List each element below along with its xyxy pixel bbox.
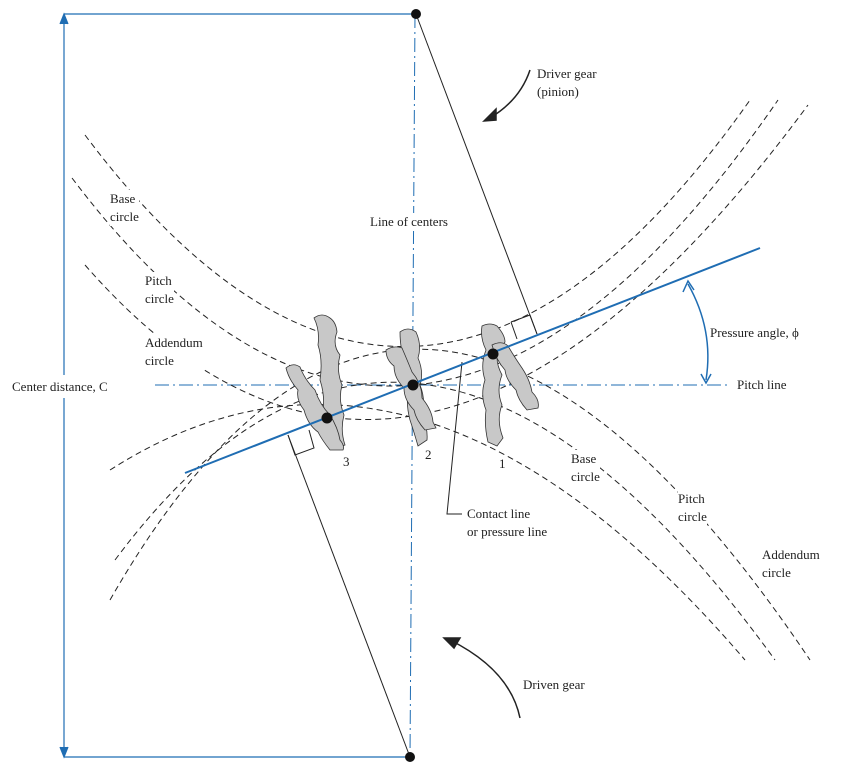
line-of-centers-label: Line of centers — [370, 213, 448, 231]
driver-gear-line2: (pinion) — [537, 84, 579, 99]
contact-line-label: Contact line or pressure line — [467, 505, 547, 541]
label-line: circle — [145, 291, 174, 306]
lower-pitch-circle-label: Pitch circle — [678, 490, 707, 526]
upper-base-circle-label: Base circle — [110, 190, 139, 226]
label-line: Pitch — [145, 273, 172, 288]
lower-pitch-circle — [114, 381, 776, 661]
pressure-line — [184, 247, 761, 474]
pressure-angle-label: Pressure angle, ϕ — [710, 325, 799, 340]
tooth-pair-3-driver — [313, 314, 346, 449]
driver-gear-line1: Driver gear — [537, 66, 597, 81]
label-line: Base — [110, 191, 136, 206]
label-line: Pitch — [678, 491, 705, 506]
label-line: or pressure line — [467, 524, 548, 539]
label-line: circle — [678, 509, 707, 524]
driven-rotation-arrow — [449, 639, 521, 719]
tooth-pair-3-driven — [285, 364, 344, 451]
label-line: circle — [571, 469, 600, 484]
driven-radius-line — [287, 434, 411, 758]
center-distance-label: Center distance, C — [12, 378, 108, 396]
lower-base-circle-label: Base circle — [571, 450, 600, 486]
upper-base-circle — [84, 99, 751, 347]
right-angle-mark-top — [510, 314, 538, 340]
bottom-center-point — [405, 752, 415, 762]
lower-addendum-circle — [109, 348, 811, 661]
pressure-angle-arc — [682, 279, 712, 385]
tooth-pair-1-driven — [491, 342, 539, 411]
label-line: circle — [145, 353, 174, 368]
upper-pitch-circle-label: Pitch circle — [145, 272, 174, 308]
pitch-line-label: Pitch line — [737, 377, 787, 392]
pitch-point — [407, 379, 419, 391]
label-line: Base — [571, 451, 597, 466]
contact-point-3 — [321, 412, 333, 424]
label-line: circle — [762, 565, 791, 580]
contact-point-1 — [487, 348, 499, 360]
position-2-label: 2 — [425, 447, 432, 462]
upper-addendum-circle-label: Addendum circle — [145, 334, 203, 370]
contact-points — [321, 9, 499, 762]
center-distance-dimension — [59, 12, 416, 759]
right-angle-mark-bottom — [287, 429, 315, 456]
position-1-label: 1 — [499, 456, 506, 471]
driver-radius-line — [415, 13, 538, 335]
top-center-point — [411, 9, 421, 19]
upper-addendum-circle — [84, 104, 809, 421]
position-3-label: 3 — [343, 454, 350, 469]
label-line: Contact line — [467, 506, 531, 521]
label-line: circle — [110, 209, 139, 224]
driven-gear-label: Driven gear — [523, 677, 585, 692]
contact-line-leader — [446, 361, 463, 515]
lower-addendum-circle-label: Addendum circle — [762, 546, 820, 582]
lower-base-circle — [109, 403, 746, 661]
label-line: Addendum — [145, 335, 203, 350]
driver-gear-label: Driver gear (pinion) — [537, 65, 597, 101]
label-line: Addendum — [762, 547, 820, 562]
